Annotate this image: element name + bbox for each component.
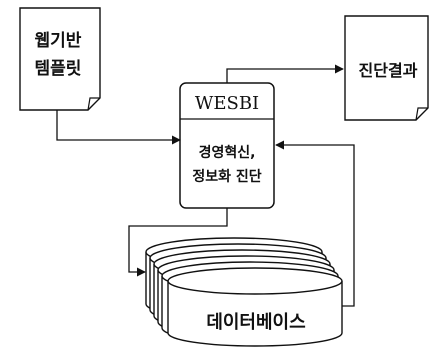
template-doc-line1: 웹기반 (35, 31, 82, 51)
db-layer-front (167, 267, 343, 347)
database-label: 데이터베이스 (206, 312, 305, 333)
wesbi-line2: 정보화 진단 (192, 168, 261, 185)
wesbi-process-box: WESBI 경영혁신, 정보화 진단 (179, 82, 275, 209)
wesbi-line1: 경영혁신, (199, 144, 256, 161)
arrow-wesbi-to-result (226, 64, 344, 83)
arrow-wesbi-to-database (128, 208, 228, 277)
arrow-template-to-wesbi (56, 110, 181, 145)
template-doc-line2: 템플릿 (35, 59, 82, 79)
result-doc-label: 진단결과 (359, 61, 418, 80)
database-cylinder-stack: 데이터베이스 (145, 237, 343, 347)
connectors (56, 64, 355, 307)
wesbi-title: WESBI (195, 93, 259, 114)
result-document-node: 진단결과 (344, 15, 429, 121)
template-document-node: 웹기반 템플릿 (19, 7, 101, 111)
arrow-database-to-wesbi (275, 140, 355, 307)
